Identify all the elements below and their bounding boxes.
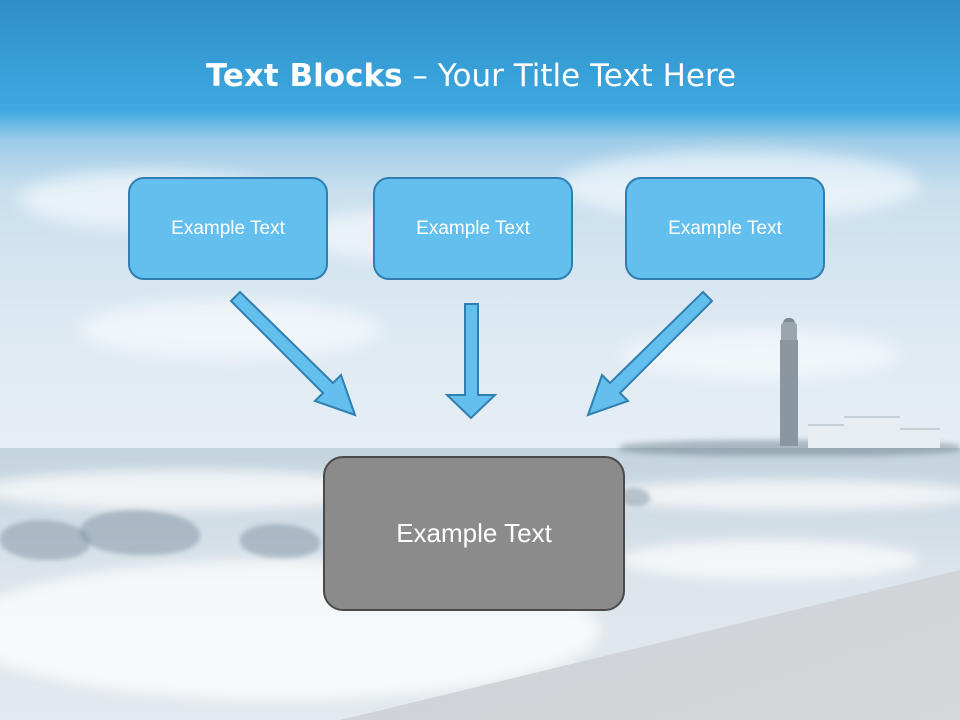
lighthouse-icon xyxy=(776,318,802,446)
rock xyxy=(240,524,320,558)
rock xyxy=(0,520,90,560)
arrow-down-icon[interactable] xyxy=(444,303,498,420)
title-bold: Text Blocks xyxy=(205,58,403,94)
title-dash: – xyxy=(402,58,438,94)
text-block-label: Example Text xyxy=(668,217,782,239)
cloud xyxy=(80,300,380,360)
text-block-label: Example Text xyxy=(416,217,530,239)
main-text-block[interactable]: Example Text xyxy=(323,456,625,611)
text-block-3[interactable]: Example Text xyxy=(625,177,825,280)
main-text-block-label: Example Text xyxy=(396,518,552,548)
title-rest: Your Title Text Here xyxy=(437,58,737,94)
text-block-label: Example Text xyxy=(171,217,285,239)
text-block-1[interactable]: Example Text xyxy=(128,177,328,280)
wave xyxy=(620,540,920,580)
text-block-2[interactable]: Example Text xyxy=(373,177,573,280)
rock xyxy=(620,488,650,506)
arrow-down-right-icon[interactable] xyxy=(229,290,357,417)
rock xyxy=(80,510,200,555)
arrow-down-left-icon[interactable] xyxy=(586,290,714,417)
title-bar: Text Blocks – Your Title Text Here xyxy=(0,0,960,130)
wave xyxy=(600,480,960,510)
slide-title: Text Blocks – Your Title Text Here xyxy=(0,56,942,96)
buildings xyxy=(800,414,960,448)
